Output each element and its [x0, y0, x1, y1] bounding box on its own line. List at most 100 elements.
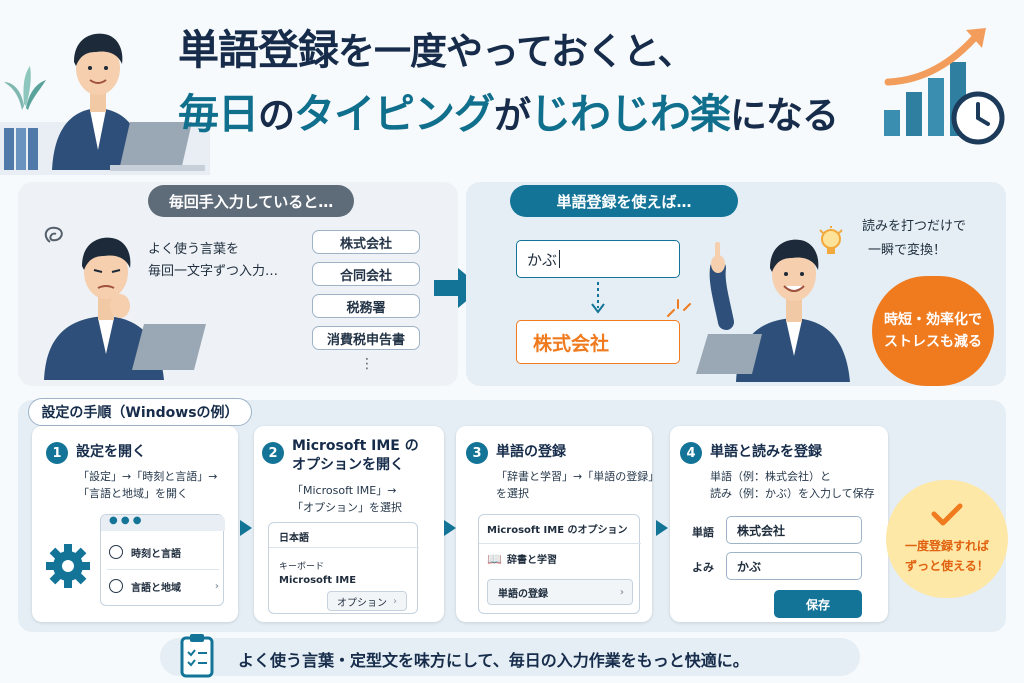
step-card-4: 4 単語と読みを登録 単語（例：株式会社）と 読み（例：かぶ）を入力して保存 単…: [670, 426, 888, 622]
step-title-1: 設定を開く: [76, 444, 146, 460]
badge-line-2: ストレスも減る: [884, 334, 982, 350]
more-ellipsis: ⋮: [360, 356, 374, 372]
menu-divider: [107, 569, 219, 570]
step-desc-2-line-2: 「オプション」を選択: [292, 501, 402, 514]
before-heading: 毎回手入力していると…: [148, 185, 354, 217]
step-desc-4-line-1: 単語（例：株式会社）と: [710, 470, 831, 483]
headline-emphasis-2: タイピング: [294, 90, 495, 138]
step-card-3: 3 単語の登録 「辞書と学習」→「単語の登録」 を選択 Microsoft IM…: [456, 426, 659, 622]
register-word-button[interactable]: 単語の登録 ›: [487, 579, 633, 605]
step-title-4: 単語と読みを登録: [710, 444, 822, 460]
worried-worker-illustration: [44, 226, 206, 380]
spark-lines-icon: [667, 299, 691, 317]
headline-rest: を一度やっておくと、: [338, 30, 695, 73]
step-number-4: 4: [680, 442, 702, 464]
ime-options-window: Microsoft IME のオプション 📖 辞書と学習 単語の登録 ›: [478, 514, 641, 614]
window-dots: ● ● ●: [101, 515, 225, 531]
step-desc-1-line-2: 「言語と地域」を開く: [78, 487, 188, 500]
step-title-2-line-1: Microsoft IME の: [292, 438, 419, 454]
language-label: 日本語: [279, 533, 309, 544]
headline-emphasis-1: 毎日: [178, 90, 259, 138]
keyboard-label: キーボード: [279, 562, 325, 572]
steps-heading: 設定の手順（Windowsの例）: [28, 398, 252, 426]
step-desc-4-line-2: 読み（例：かぶ）を入力して保存: [710, 487, 875, 500]
gear-icon: [46, 544, 90, 588]
clock-icon: [109, 545, 123, 559]
step-number-3: 3: [466, 442, 488, 464]
reading-label: よみ: [692, 561, 714, 574]
option-button[interactable]: オプション ›: [327, 591, 407, 611]
step-title-3: 単語の登録: [496, 444, 566, 460]
before-speech-line-1: よく使う言葉を: [148, 242, 240, 257]
book-icon: 📖: [487, 551, 502, 566]
chevron-right-icon: ›: [393, 595, 397, 607]
after-note-line-1: 読みを打つだけで: [862, 219, 967, 234]
option-button-label: オプション: [337, 597, 387, 609]
chevron-right-icon: ›: [619, 586, 624, 598]
step-arrow-3: [656, 520, 668, 536]
confused-scribble-icon: [44, 226, 63, 243]
dictionary-label: 辞書と学習: [506, 555, 557, 566]
after-note-line-2: 一瞬で変換！: [868, 243, 947, 258]
ime-label: Microsoft IME: [279, 575, 357, 586]
headline-rest-2: になる: [730, 94, 839, 137]
menu-label-1: 言語と地域: [131, 582, 181, 594]
reading-input: かぶ: [516, 240, 680, 278]
step-title-2-line-2: オプションを開く: [292, 457, 404, 473]
word-label: 単語: [692, 526, 714, 539]
step-arrow-1: [240, 520, 252, 536]
once-registered-badge: 一度登録すれば ずっと使える！: [886, 480, 1008, 598]
step-arrow-2: [444, 520, 456, 536]
window-divider: [479, 543, 641, 544]
typing-worker-illustration: [0, 33, 210, 175]
settings-menu-time-language[interactable]: 時刻と言語: [109, 539, 219, 565]
binders-icon: [4, 128, 38, 170]
text-cursor: [559, 250, 561, 268]
plant-icon: [4, 66, 46, 110]
reading-input-value: かぶ: [527, 250, 558, 269]
headline-emphasis-3: じわじわ楽: [530, 90, 731, 138]
word-box-1: 合同会社: [312, 262, 420, 286]
step-number-2: 2: [262, 442, 284, 464]
settings-window: ● ● ● 時刻と言語 言語と地域 ›: [100, 514, 225, 606]
menu-label-0: 時刻と言語: [131, 548, 181, 560]
step-desc-1-line-1: 「設定」→「時刻と言語」→: [78, 470, 218, 483]
step-desc-3-line-1: 「辞書と学習」→「単語の登録」: [496, 470, 660, 483]
headline-particle-ga: が: [494, 94, 531, 137]
language-window: 日本語 キーボード Microsoft IME オプション ›: [268, 522, 419, 614]
step-number-1: 1: [46, 442, 68, 464]
conversion-result: 株式会社: [516, 320, 680, 364]
settings-menu-language-region[interactable]: 言語と地域 ›: [109, 573, 219, 599]
footer-banner: [160, 638, 860, 676]
before-speech-line-2: 毎回一文字ずつ入力…: [148, 264, 279, 279]
step-desc-2-line-1: 「Microsoft IME」→: [292, 484, 397, 497]
headline-line-1: 単語登録を一度やっておくと、: [178, 16, 695, 76]
word-field[interactable]: 株式会社: [726, 516, 862, 544]
word-box-3: 消費税申告書: [312, 326, 420, 350]
step-desc-3-line-2: を選択: [496, 487, 529, 500]
headline-line-2: 毎日のタイピングがじわじわ楽になる: [178, 80, 839, 140]
word-box-0: 株式会社: [312, 230, 420, 254]
pointing-worker-illustration: [696, 239, 850, 382]
lightbulb-icon: [819, 226, 843, 254]
time-saving-badge: 時短・効率化で ストレスも減る: [872, 276, 994, 386]
step-card-2: 2 Microsoft IME の オプションを開く 「Microsoft IM…: [254, 426, 444, 622]
down-arrow-icon: [591, 282, 605, 314]
once-line-1: 一度登録すれば: [904, 539, 989, 553]
footer-message: よく使う言葉・定型文を味方にして、毎日の入力作業をもっと快適に。: [238, 651, 749, 670]
register-word-label: 単語の登録: [498, 588, 548, 600]
headline-emphasis: 単語登録: [178, 26, 339, 74]
once-line-2: ずっと使える！: [905, 559, 989, 573]
growth-chart-clock-icon: [884, 28, 1005, 145]
dictionary-item[interactable]: 📖 辞書と学習: [487, 551, 557, 567]
chevron-right-icon: ›: [214, 580, 219, 592]
after-heading: 単語登録を使えば…: [510, 185, 738, 217]
word-box-2: 税務署: [312, 294, 420, 318]
reading-field[interactable]: かぶ: [726, 552, 862, 580]
step-card-1: 1 設定を開く 「設定」→「時刻と言語」→ 「言語と地域」を開く ● ● ● 時…: [32, 426, 238, 622]
save-button[interactable]: 保存: [774, 590, 862, 618]
ime-options-title: Microsoft IME のオプション: [487, 525, 628, 536]
checklist-icon: [180, 634, 214, 678]
globe-icon: [109, 579, 123, 593]
badge-line-1: 時短・効率化で: [884, 312, 982, 328]
